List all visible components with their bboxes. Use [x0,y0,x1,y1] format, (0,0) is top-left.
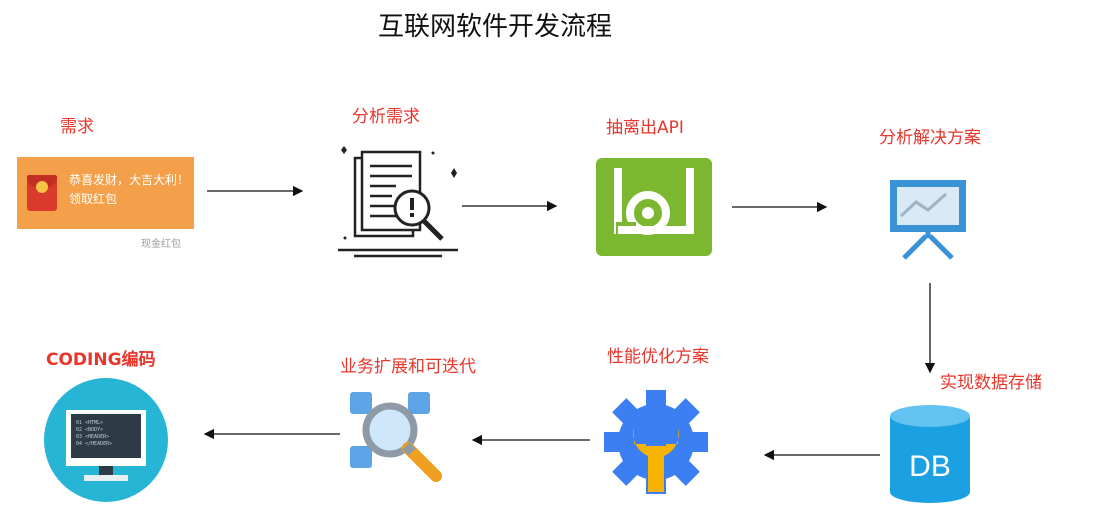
red-packet-card: 恭喜发财，大吉大利！ 领取红包 [17,157,194,229]
label-extract-api: 抽离出API [606,118,684,138]
monitor-code-icon: 01 <HTML> 02 <BODY> 03 <HEADER> 04 </HEA… [44,378,168,502]
code-line-3: 03 <HEADER> [76,434,109,440]
label-analyze-solution: 分析解决方案 [879,128,981,148]
label-business-extension: 业务扩展和可迭代 [340,357,476,377]
code-line-1: 01 <HTML> [76,420,103,426]
red-envelope-icon [27,175,57,211]
presentation-board-icon [890,180,966,260]
label-analyze-requirement: 分析需求 [352,107,420,127]
document-search-icon [338,146,458,258]
code-line-4: 04 </HEADER> [76,441,112,447]
gear-wrench-icon [604,390,708,494]
diagram-title: 互联网软件开发流程 [377,12,612,42]
database-icon: DB [890,405,970,503]
label-coding: CODING编码 [46,350,156,370]
label-data-storage: 实现数据存储 [940,373,1042,393]
magnifier-expand-icon [350,392,442,482]
code-line-2: 02 <BODY> [76,427,103,433]
red-packet-greeting: 恭喜发财，大吉大利！ [69,173,190,187]
label-requirement: 需求 [60,117,94,137]
red-packet-text: 恭喜发财，大吉大利！ 领取红包 [69,171,189,209]
red-packet-caption: 现金红包 [141,239,181,250]
red-packet-claim: 领取红包 [69,192,118,206]
api-icon [596,158,712,256]
label-performance-optimization: 性能优化方案 [607,347,709,367]
db-label: DB [909,450,951,483]
